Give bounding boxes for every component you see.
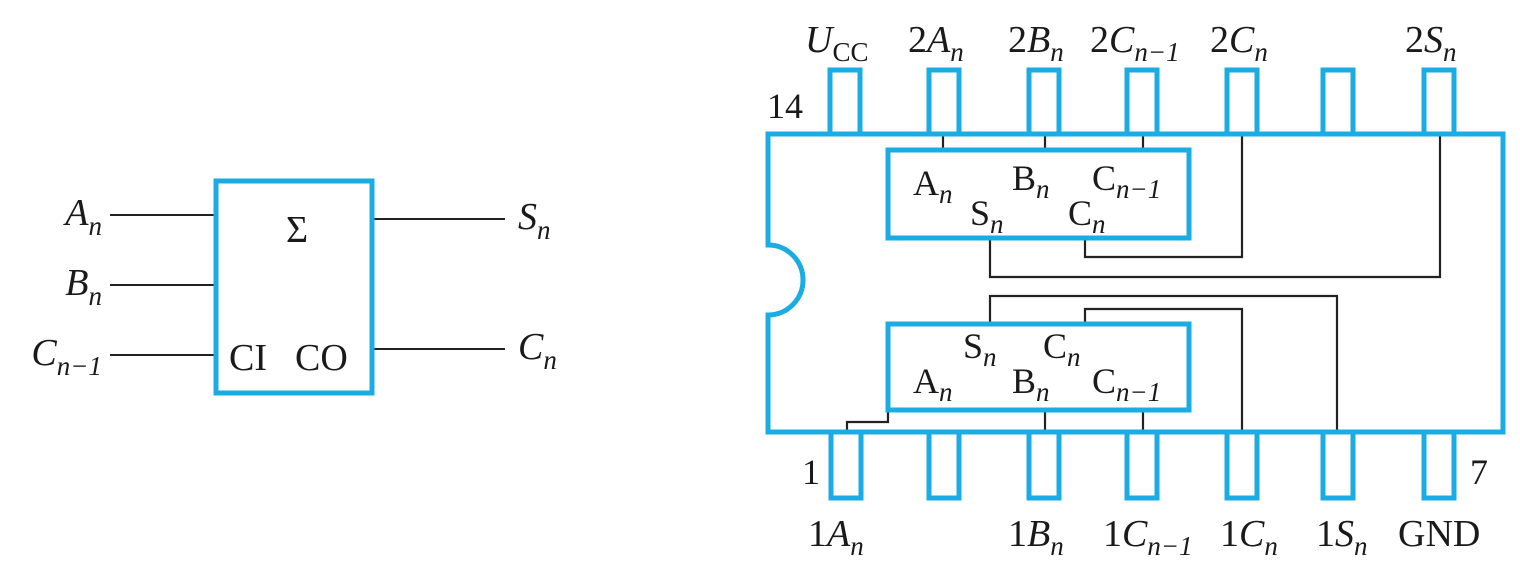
pin-10 xyxy=(1224,67,1260,137)
upper-adder-box xyxy=(885,147,1192,241)
chip-wiring xyxy=(845,134,1442,432)
dual-full-adder-chip: An Bn Cn−1 Sn Cn Sn Cn An Bn Cn−1 14 1 7… xyxy=(765,19,1506,561)
sigma-label: Σ xyxy=(286,209,308,251)
input-label-c: Cn−1 xyxy=(31,332,102,381)
lower-adder-labels: Sn Cn An Bn Cn−1 xyxy=(913,326,1161,407)
pin-1 xyxy=(828,429,864,501)
upper-adder-labels: An Bn Cn−1 Sn Cn xyxy=(913,158,1161,239)
pin-8 xyxy=(1421,67,1457,137)
co-label: CO xyxy=(295,337,348,379)
pin-13 xyxy=(926,67,962,137)
pin-14 xyxy=(827,67,863,137)
top-pin-label-2bn: 2Bn xyxy=(1008,19,1064,67)
lower-adder-box xyxy=(885,321,1192,413)
ci-label: CI xyxy=(229,337,267,379)
lower-cin-label: Cn−1 xyxy=(1092,361,1161,407)
pin-4 xyxy=(1124,429,1160,501)
bottom-pin-labels: 1An 1Bn 1Cn−1 1Cn 1Sn GND xyxy=(808,513,1480,561)
lower-cout-label: Cn xyxy=(1043,326,1081,372)
bottom-pin-label-1bn: 1Bn xyxy=(1008,513,1064,561)
pin-11 xyxy=(1124,67,1160,137)
top-pin-label-2cn: 2Cn xyxy=(1210,19,1268,67)
top-pin-label-2sn: 2Sn xyxy=(1405,19,1457,67)
upper-a-label: An xyxy=(913,163,953,209)
output-label-s: Sn xyxy=(518,196,551,245)
top-pin-label-ucc: UCC xyxy=(805,19,868,67)
pin-6 xyxy=(1320,429,1356,501)
top-pin-labels: UCC 2An 2Bn 2Cn−1 2Cn 2Sn xyxy=(805,19,1457,67)
chip-body xyxy=(765,131,1506,435)
pin-1-number: 1 xyxy=(802,452,820,492)
bottom-pin-label-1an: 1An xyxy=(808,513,864,561)
bottom-pin-label-1cn: 1Cn xyxy=(1220,513,1278,561)
top-pin-label-2cn1: 2Cn−1 xyxy=(1090,19,1180,67)
pin-5 xyxy=(1224,429,1260,501)
adder-box xyxy=(213,178,375,396)
upper-b-label: Bn xyxy=(1012,158,1050,204)
bottom-pins xyxy=(828,429,1457,501)
bottom-pin-label-1cn1: 1Cn−1 xyxy=(1103,513,1193,561)
upper-cout-label: Cn xyxy=(1068,193,1106,239)
bottom-pin-label-gnd: GND xyxy=(1398,513,1480,555)
lower-a-label: An xyxy=(913,361,953,407)
wire-1cn xyxy=(1083,307,1244,432)
wire-2sn xyxy=(988,134,1442,279)
pin-12 xyxy=(1026,67,1062,137)
wire-1an xyxy=(845,412,890,432)
pin-3 xyxy=(1026,429,1062,501)
top-pins xyxy=(827,67,1457,137)
pin-7 xyxy=(1421,429,1457,501)
output-label-c: Cn xyxy=(518,326,557,375)
lower-s-label: Sn xyxy=(963,326,997,372)
upper-cin-label: Cn−1 xyxy=(1092,158,1161,204)
pin-2 xyxy=(926,429,962,501)
pin-7-number: 7 xyxy=(1470,452,1488,492)
pin-14-number: 14 xyxy=(767,86,803,126)
upper-s-label: Sn xyxy=(970,193,1004,239)
lower-b-label: Bn xyxy=(1012,361,1050,407)
wire-1sn xyxy=(988,294,1339,432)
top-pin-label-2an: 2An xyxy=(908,19,964,67)
input-label-a: An xyxy=(62,192,102,241)
wire-2cn xyxy=(1083,134,1244,259)
bottom-pin-label-1sn: 1Sn xyxy=(1316,513,1368,561)
pin-9 xyxy=(1320,67,1356,137)
input-label-b: Bn xyxy=(65,262,102,311)
full-adder-symbol: Σ CI CO An Bn Cn−1 Sn Cn xyxy=(31,178,557,396)
